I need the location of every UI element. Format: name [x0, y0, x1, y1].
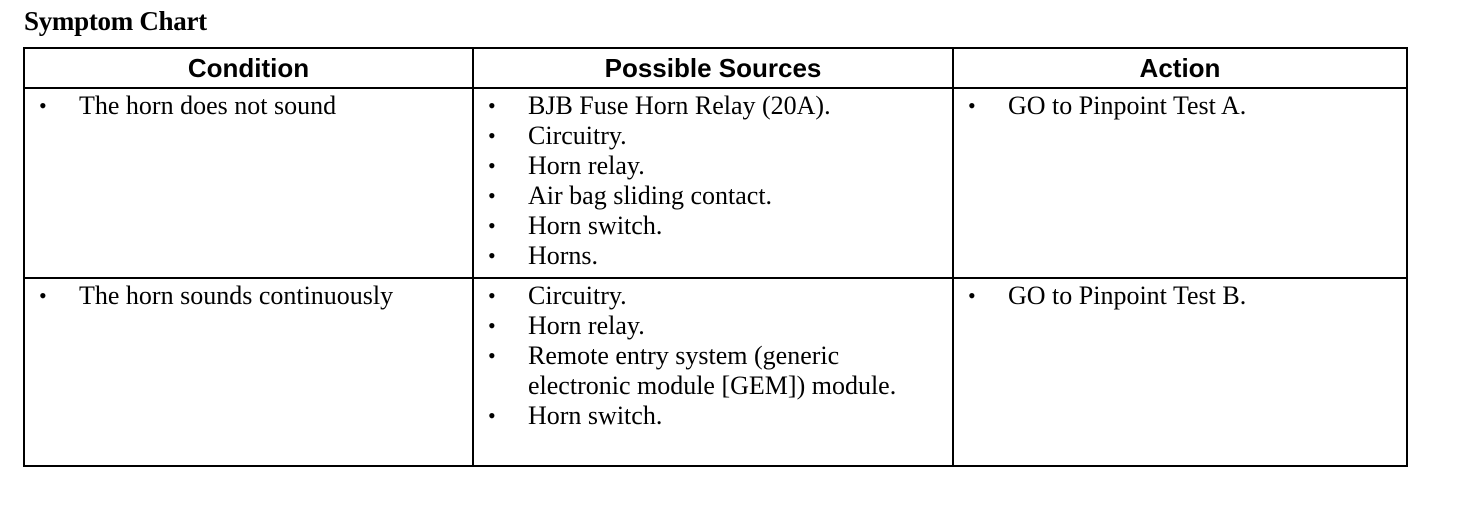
chart-title: Symptom Chart: [24, 6, 207, 36]
sources-cell: BJB Fuse Horn Relay (20A). Circuitry. Ho…: [472, 87, 954, 279]
sources-cell: Circuitry. Horn relay. Remote entry syst…: [472, 277, 954, 467]
symptom-table: Condition Possible Sources Action The ho…: [23, 47, 1408, 467]
source-item: Horn switch.: [474, 401, 952, 431]
source-item: Remote entry system (generic electronic …: [474, 341, 952, 401]
action-text: GO to Pinpoint Test B.: [954, 281, 1406, 311]
condition-text: The horn sounds continuously: [25, 281, 472, 311]
condition-cell: The horn sounds continuously: [23, 277, 474, 467]
source-item: Circuitry.: [474, 281, 952, 311]
action-cell: GO to Pinpoint Test B.: [952, 277, 1408, 467]
source-item: Horn relay.: [474, 311, 952, 341]
header-row: Condition Possible Sources Action: [23, 47, 1408, 89]
source-item: Circuitry.: [474, 121, 952, 151]
table-row: The horn sounds continuously Circuitry. …: [23, 277, 1408, 467]
condition-text: The horn does not sound: [25, 91, 472, 121]
source-item: Horns.: [474, 241, 952, 271]
header-action: Action: [952, 47, 1408, 89]
source-item: Horn switch.: [474, 211, 952, 241]
condition-cell: The horn does not sound: [23, 87, 474, 279]
source-item: BJB Fuse Horn Relay (20A).: [474, 91, 952, 121]
source-item: Air bag sliding contact.: [474, 181, 952, 211]
header-possible-sources: Possible Sources: [472, 47, 954, 89]
action-cell: GO to Pinpoint Test A.: [952, 87, 1408, 279]
action-text: GO to Pinpoint Test A.: [954, 91, 1406, 121]
table-row: The horn does not sound BJB Fuse Horn Re…: [23, 87, 1408, 279]
header-condition: Condition: [23, 47, 474, 89]
source-item: Horn relay.: [474, 151, 952, 181]
